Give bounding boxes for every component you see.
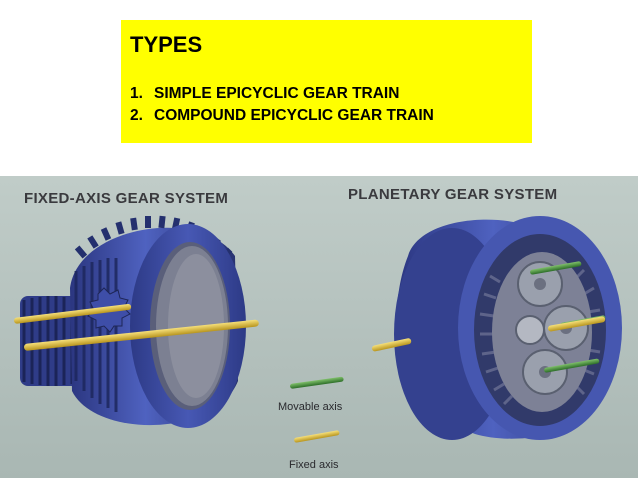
planetary-fixed-rod-left — [371, 338, 412, 352]
types-item-text: SIMPLE EPICYCLIC GEAR TRAIN — [154, 85, 400, 102]
planet-gear-top — [517, 261, 563, 307]
fixed-axis-swatch — [294, 430, 340, 443]
fixed-axis-label: Fixed axis — [289, 459, 339, 471]
types-box: TYPES 1. SIMPLE EPICYCLIC GEAR TRAIN 2. … — [121, 20, 532, 143]
fixed-axis-rods — [13, 303, 259, 351]
planetary-title: PLANETARY GEAR SYSTEM — [348, 186, 557, 203]
types-list: 1. SIMPLE EPICYCLIC GEAR TRAIN 2. COMPOU… — [130, 83, 523, 127]
planetary-gear-system — [371, 216, 622, 440]
types-item-1: 1. SIMPLE EPICYCLIC GEAR TRAIN — [130, 83, 523, 105]
fixed-axis-title: FIXED-AXIS GEAR SYSTEM — [24, 190, 228, 207]
movable-axis-swatch — [290, 376, 344, 389]
movable-axis-label: Movable axis — [278, 401, 343, 413]
planetary-fixed-rod-right — [547, 316, 606, 332]
legend: Movable axis Fixed axis — [278, 376, 344, 471]
fixed-axis-gear-system — [13, 215, 259, 428]
types-heading: TYPES — [130, 32, 203, 57]
types-item-text: COMPOUND EPICYCLIC GEAR TRAIN — [154, 107, 434, 124]
types-item-2: 2. COMPOUND EPICYCLIC GEAR TRAIN — [130, 105, 523, 127]
gear-illustration: FIXED-AXIS GEAR SYSTEM PLANETARY GEAR SY… — [0, 176, 638, 478]
types-item-number: 2. — [130, 107, 143, 124]
types-item-number: 1. — [130, 85, 143, 102]
gear-systems-figure: FIXED-AXIS GEAR SYSTEM PLANETARY GEAR SY… — [0, 176, 638, 478]
sun-gear — [515, 315, 545, 345]
